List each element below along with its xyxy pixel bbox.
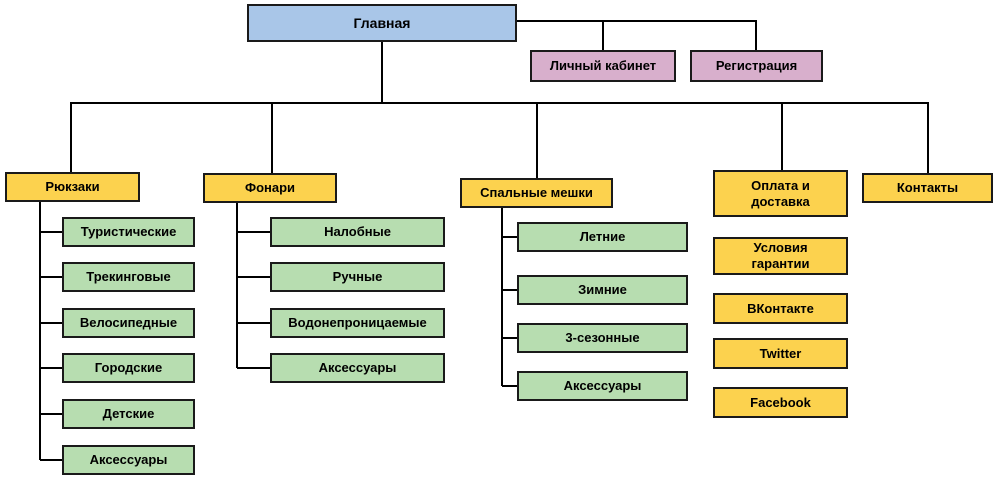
- node-backpacks-trekking: Трекинговые: [62, 262, 195, 292]
- node-sleeping-bags: Спальные мешки: [460, 178, 613, 208]
- node-backpacks-kids: Детские: [62, 399, 195, 429]
- node-personal-account: Личный кабинет: [530, 50, 676, 82]
- node-twitter: Twitter: [713, 338, 848, 369]
- node-sleeping-bags-summer: Летние: [517, 222, 688, 252]
- node-contacts: Контакты: [862, 173, 993, 203]
- node-sleeping-bags-accessories: Аксессуары: [517, 371, 688, 401]
- node-sleeping-bags-winter: Зимние: [517, 275, 688, 305]
- node-payment-delivery: Оплата и доставка: [713, 170, 848, 217]
- node-registration: Регистрация: [690, 50, 823, 82]
- node-warranty-terms: Условия гарантии: [713, 237, 848, 275]
- node-flashlights-accessories: Аксессуары: [270, 353, 445, 383]
- node-backpacks-tourist: Туристические: [62, 217, 195, 247]
- node-flashlights-handheld: Ручные: [270, 262, 445, 292]
- node-vkontakte: ВКонтакте: [713, 293, 848, 324]
- node-backpacks-bicycle: Велосипедные: [62, 308, 195, 338]
- node-facebook: Facebook: [713, 387, 848, 418]
- node-backpacks-city: Городские: [62, 353, 195, 383]
- node-backpacks-accessories: Аксессуары: [62, 445, 195, 475]
- node-home: Главная: [247, 4, 517, 42]
- node-sleeping-bags-3season: 3-сезонные: [517, 323, 688, 353]
- node-flashlights-headlamp: Налобные: [270, 217, 445, 247]
- node-flashlights-waterproof: Водонепроницаемые: [270, 308, 445, 338]
- node-flashlights: Фонари: [203, 173, 337, 203]
- node-backpacks: Рюкзаки: [5, 172, 140, 202]
